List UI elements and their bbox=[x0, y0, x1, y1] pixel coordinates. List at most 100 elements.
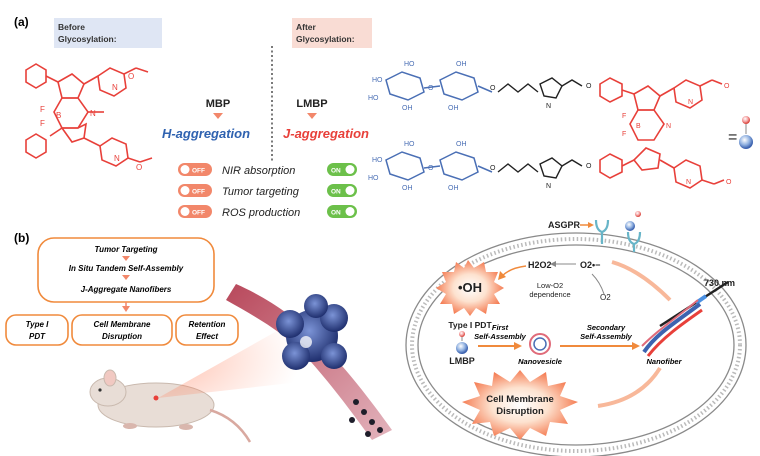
off-label: OFF bbox=[192, 210, 205, 217]
toggle-row-tumor: OFF Tumor targeting ON bbox=[178, 184, 357, 198]
oh-burst-icon bbox=[436, 260, 504, 316]
flow-arrow-2-icon bbox=[122, 275, 130, 280]
top-oh-3: OH bbox=[448, 105, 459, 112]
bottom-o-1: O bbox=[428, 165, 434, 172]
lmbp-structure-top bbox=[385, 71, 723, 141]
after-label-box bbox=[292, 18, 372, 48]
output-box-pdt bbox=[5, 314, 69, 346]
flow-step-2: In Situ Tandem Self-Assembly bbox=[69, 264, 184, 273]
top-b: B bbox=[636, 123, 641, 130]
off-label: OFF bbox=[192, 189, 205, 196]
top-o-3: O bbox=[586, 83, 592, 90]
flow-arrow-1-icon bbox=[122, 256, 130, 261]
asgpr-receptor-icon bbox=[594, 219, 610, 244]
top-oh-2: OH bbox=[456, 61, 467, 68]
laser-wavelength: 730 nm bbox=[704, 278, 735, 288]
toggle-row-nir: OFF NIR absorption ON bbox=[178, 163, 357, 177]
toggle-list: OFF NIR absorption ON OFF Tumor targetin… bbox=[178, 163, 357, 219]
on-label: ON bbox=[331, 189, 341, 196]
panel-a-label: (a) bbox=[14, 15, 29, 29]
mbp-arrow-down-icon bbox=[213, 113, 223, 119]
output-pdt-line1: Type I bbox=[26, 320, 50, 329]
before-label-box bbox=[54, 18, 162, 48]
first-assembly-line1: First bbox=[492, 323, 509, 332]
nanofiber-label: Nanofiber bbox=[646, 357, 682, 366]
output-membrane-line2: Disruption bbox=[102, 332, 142, 341]
ball-blue-icon bbox=[739, 135, 753, 149]
arrow-nanofiber-to-disruption bbox=[597, 366, 662, 408]
top-ho-3: HO bbox=[368, 95, 379, 102]
bottom-oh-2: OH bbox=[456, 141, 467, 148]
asgpr-label: ASGPR bbox=[548, 220, 581, 230]
mbp-f1: F bbox=[40, 105, 45, 114]
laser-tip-icon bbox=[694, 294, 708, 305]
lmbp-cell-label: LMBP bbox=[449, 356, 475, 366]
bottom-ho-3: HO bbox=[368, 175, 379, 182]
toggle-label-ros: ROS production bbox=[222, 207, 300, 219]
top-f1: F bbox=[622, 113, 626, 120]
oh-radical-label: •OH bbox=[458, 280, 482, 295]
equals-sign: = bbox=[728, 129, 737, 146]
cell-membrane-inner bbox=[417, 244, 735, 446]
arrow-h2o2-to-oh bbox=[501, 265, 527, 277]
top-n-1: N bbox=[546, 103, 551, 110]
top-o-1: O bbox=[428, 85, 434, 92]
output-pdt-line2: PDT bbox=[29, 332, 46, 341]
blood-vessel bbox=[226, 284, 392, 440]
arrow-o2-to-superoxide bbox=[591, 273, 605, 295]
mbp-f2: F bbox=[40, 119, 45, 128]
receptor-bound-ligand-icon bbox=[625, 211, 642, 252]
lmbp-ball-top-icon bbox=[459, 331, 465, 337]
top-f2: F bbox=[622, 131, 626, 138]
superoxide-label: O2•− bbox=[580, 260, 600, 270]
on-label: ON bbox=[331, 210, 341, 217]
bottom-ho-1: HO bbox=[404, 141, 415, 148]
off-label: OFF bbox=[192, 168, 205, 175]
mbp-label: MBP bbox=[206, 98, 230, 110]
bottom-ho-2: HO bbox=[372, 157, 383, 164]
toggle-row-ros: OFF ROS production ON bbox=[178, 205, 357, 219]
lmbp-ball-icon bbox=[456, 342, 468, 354]
bottom-o-3: O bbox=[586, 163, 592, 170]
bottom-o-2: O bbox=[490, 165, 496, 172]
panel-b-label: (b) bbox=[14, 231, 29, 245]
low-o2-line1: Low-O2 bbox=[537, 281, 563, 290]
ball-red-icon bbox=[742, 116, 750, 124]
bottom-oh-1: OH bbox=[402, 185, 413, 192]
top-ho-2: HO bbox=[372, 77, 383, 84]
j-aggregation-label: J-aggregation bbox=[283, 126, 369, 141]
after-line1: After bbox=[296, 22, 317, 32]
flow-step-3: J-Aggregate Nanofibers bbox=[81, 285, 172, 294]
mbp-o-top: O bbox=[128, 72, 134, 81]
lmbp-arrow-down-icon bbox=[307, 113, 317, 119]
h2o2-label: H2O2 bbox=[528, 260, 552, 270]
nanovesicle-label: Nanovesicle bbox=[518, 357, 562, 366]
membrane-disruption-burst-icon bbox=[462, 370, 578, 440]
before-line2: Glycosylation: bbox=[58, 34, 117, 44]
bottom-n-2: N bbox=[686, 179, 691, 186]
cell-membrane-outer bbox=[405, 232, 747, 456]
nanovesicle-icon bbox=[529, 333, 551, 355]
flow-step-1: Tumor Targeting bbox=[94, 245, 157, 254]
mbp-o-bottom: O bbox=[136, 163, 142, 172]
oxygen-label: O2 bbox=[600, 293, 611, 302]
second-assembly-line1: Secondary bbox=[587, 323, 626, 332]
bottom-o-4: O bbox=[726, 179, 732, 186]
first-assembly-line2: Self-Assembly bbox=[474, 332, 527, 341]
top-n-core: N bbox=[666, 123, 671, 130]
flow-arrow-3-icon bbox=[122, 306, 130, 312]
second-assembly-line2: Self-Assembly bbox=[580, 332, 633, 341]
output-box-retention bbox=[175, 314, 239, 346]
top-ho-1: HO bbox=[404, 61, 415, 68]
cell-membrane-beads bbox=[410, 237, 742, 453]
top-o-2: O bbox=[490, 85, 496, 92]
toggle-label-tumor: Tumor targeting bbox=[222, 186, 300, 198]
zoom-beam bbox=[158, 318, 300, 398]
on-label: ON bbox=[331, 168, 341, 175]
before-line1: Before bbox=[58, 22, 85, 32]
lmbp-label: LMBP bbox=[296, 98, 327, 110]
asgpr-arrow-icon bbox=[588, 222, 594, 228]
mbp-structure bbox=[25, 63, 153, 167]
output-box-membrane bbox=[71, 314, 173, 346]
